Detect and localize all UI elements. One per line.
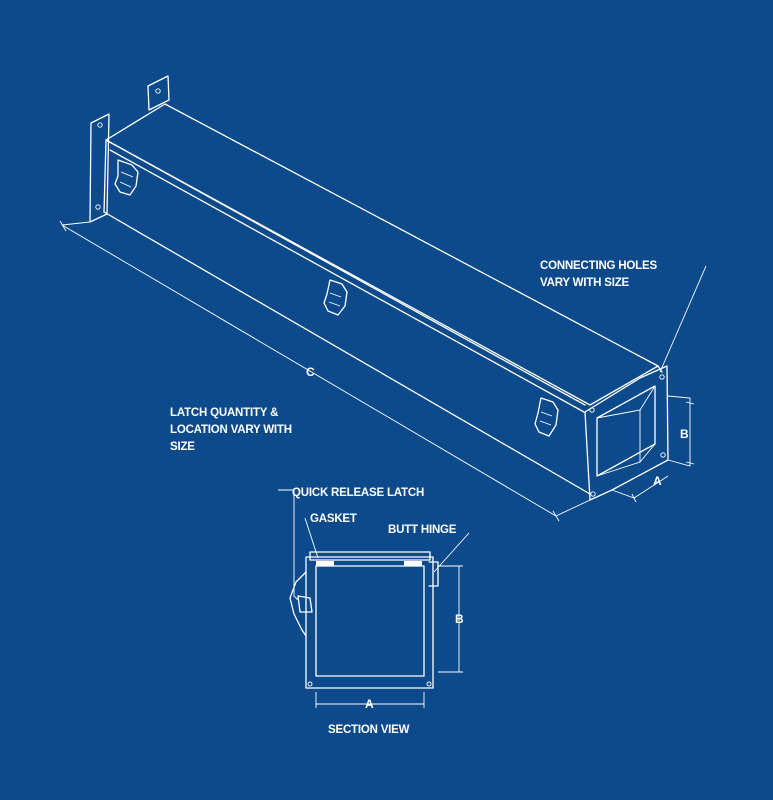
dimension-a-section-label: A (365, 697, 374, 711)
dimension-b-section-label: B (455, 612, 464, 626)
butt-hinge-shape (428, 561, 439, 587)
latch-line3: SIZE (170, 441, 195, 453)
section-view-drawing (278, 489, 470, 708)
dimension-a-section-line (315, 692, 425, 708)
dimension-c-label: C (306, 365, 315, 379)
connecting-holes-leader (659, 265, 707, 373)
quick-release-leader (278, 489, 299, 601)
quick-release-latch-shape (289, 571, 307, 637)
butt-hinge-label: BUTT HINGE (388, 524, 457, 536)
wireway-isometric (59, 75, 707, 522)
connecting-holes-label: CONNECTING HOLES VARY WITH SIZE (540, 258, 657, 292)
latch-2 (323, 279, 348, 316)
latch-1 (114, 159, 139, 196)
dimension-a-iso-label: A (653, 474, 662, 488)
dimension-b-iso-line (667, 395, 695, 467)
section-view-label: SECTION VIEW (328, 724, 410, 736)
dimension-b-section-line (438, 565, 463, 673)
latch-line1: LATCH QUANTITY & (170, 407, 279, 419)
latch-quantity-label: LATCH QUANTITY & LOCATION VARY WITH SIZE (170, 405, 292, 456)
dimension-c-line (59, 220, 591, 522)
connecting-holes-line1: CONNECTING HOLES (540, 260, 657, 272)
quick-release-latch-label: QUICK RELEASE LATCH (292, 487, 425, 499)
dimension-b-iso-label: B (680, 427, 689, 441)
gasket-left (316, 561, 334, 566)
butt-hinge-leader (433, 532, 470, 573)
connecting-holes-line2: VARY WITH SIZE (540, 277, 629, 289)
latch-line2: LOCATION VARY WITH (170, 424, 292, 436)
gasket-leader (304, 517, 319, 559)
latch-3 (534, 397, 559, 437)
gasket-label: GASKET (310, 513, 357, 525)
dimension-a-iso-line (611, 475, 669, 503)
gasket-right (404, 561, 422, 566)
